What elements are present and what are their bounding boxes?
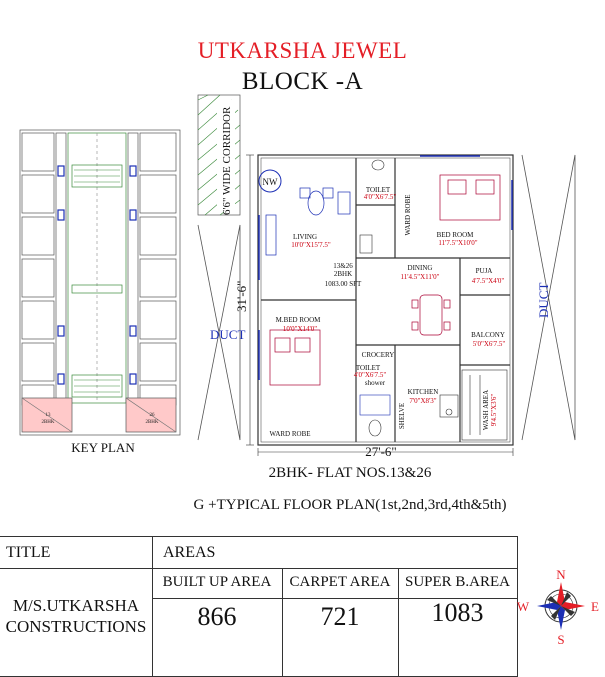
svg-text:10'0"X14'0": 10'0"X14'0"	[283, 325, 317, 333]
key-plan-label: KEY PLAN	[71, 440, 135, 455]
title-label: TITLE	[6, 544, 51, 561]
svg-text:4'0"X6'7.5": 4'0"X6'7.5"	[354, 371, 387, 379]
project-title: UTKARSHA JEWEL	[197, 38, 408, 63]
floor-plan-drawing: 13 2BHK 26 2BHK KEY PLAN 6'6" WIDE CORRI…	[19, 94, 576, 459]
svg-text:4'7.5"X4'0": 4'7.5"X4'0"	[472, 277, 505, 285]
owner-line-1: M/S.UTKARSHA	[12, 596, 140, 615]
svg-text:2BHK: 2BHK	[145, 420, 158, 425]
svg-text:NW: NW	[263, 177, 278, 187]
bedroom-furniture	[269, 174, 501, 386]
svg-text:2BHK: 2BHK	[334, 270, 352, 278]
col-carpet: CARPET AREA	[289, 574, 391, 590]
kitchen-fixtures	[439, 369, 508, 441]
duct-left-label: DUCT	[210, 327, 245, 342]
room-shelve: SHELVE	[398, 403, 406, 429]
room-dining: DINING	[408, 264, 433, 272]
areas-label: AREAS	[163, 544, 216, 561]
col-super: SUPER B.AREA	[404, 574, 511, 590]
svg-text:11'7.5"X10'0": 11'7.5"X10'0"	[438, 239, 477, 247]
val-carpet: 721	[320, 602, 360, 631]
svg-text:7'0"X8'3": 7'0"X8'3"	[409, 397, 436, 405]
room-living: LIVING	[293, 233, 317, 241]
compass-w: W	[517, 599, 530, 614]
val-built-up: 866	[197, 602, 237, 631]
dining-furniture	[411, 294, 451, 336]
toilet-fixtures	[359, 159, 391, 437]
key-unit-right: 26	[150, 413, 156, 418]
compass-s: S	[557, 632, 564, 646]
flat-number: 13&26	[333, 262, 353, 270]
nw-marker	[258, 169, 282, 193]
dim-width: 27'-6"	[365, 444, 396, 459]
flat-caption: 2BHK- FLAT NOS.13&26	[268, 465, 432, 481]
col-built-up: BUILT UP AREA	[162, 574, 272, 590]
corridor: 6'6" WIDE CORRIDOR	[197, 94, 241, 216]
key-plan	[19, 129, 181, 436]
svg-text:11'4.5"X11'0": 11'4.5"X11'0"	[400, 273, 439, 281]
block-title: BLOCK -A	[241, 68, 364, 95]
duct-lines	[197, 154, 576, 441]
room-master-bedroom: M.BED ROOM	[276, 316, 322, 324]
compass-rose-icon: N S W E	[517, 567, 599, 646]
living-furniture	[265, 187, 351, 256]
room-balcony: BALCONY	[471, 331, 505, 339]
svg-text:5'0"X6'7.5": 5'0"X6'7.5"	[473, 340, 506, 348]
svg-text:4'0"X6'7.5": 4'0"X6'7.5"	[364, 193, 397, 201]
svg-text:2BHK: 2BHK	[41, 420, 54, 425]
windows	[258, 155, 513, 380]
floor-caption: G +TYPICAL FLOOR PLAN(1st,2nd,3rd,4th&5t…	[193, 497, 507, 513]
room-wash-area: WASH AREA	[482, 390, 490, 430]
owner-line-2: CONSTRUCTIONS	[5, 617, 147, 636]
room-wardrobe-1: WARD ROBE	[404, 194, 412, 235]
compass-n: N	[556, 567, 566, 582]
room-crocery: CROCERY	[362, 351, 395, 359]
dim-height: 31'-6"	[234, 281, 249, 312]
val-super: 1083	[431, 598, 484, 627]
corridor-label: 6'6" WIDE CORRIDOR	[221, 106, 233, 215]
duct-right-label: DUCT	[536, 283, 551, 318]
room-bedroom: BED ROOM	[437, 231, 475, 239]
room-wardrobe-2: WARD ROBE	[269, 430, 310, 438]
room-kitchen: KITCHEN	[408, 388, 439, 396]
flat-walls	[257, 154, 514, 446]
svg-text:shower: shower	[365, 379, 386, 387]
room-living-size: 10'0"X15'7.5"	[291, 241, 331, 249]
area-table: TITLE AREAS M/S.UTKARSHA CONSTRUCTIONS B…	[0, 536, 605, 677]
key-unit-left: 13	[46, 413, 52, 418]
room-toilet-2: TOILET	[356, 364, 381, 372]
room-puja: PUJA	[476, 267, 493, 275]
dimension-lines	[246, 154, 514, 456]
svg-text:1083.00 SFT: 1083.00 SFT	[325, 280, 362, 288]
svg-text:9'4.5"X3'6": 9'4.5"X3'6"	[490, 394, 498, 427]
room-toilet-1: TOILET	[366, 186, 391, 194]
compass-e: E	[591, 599, 599, 614]
